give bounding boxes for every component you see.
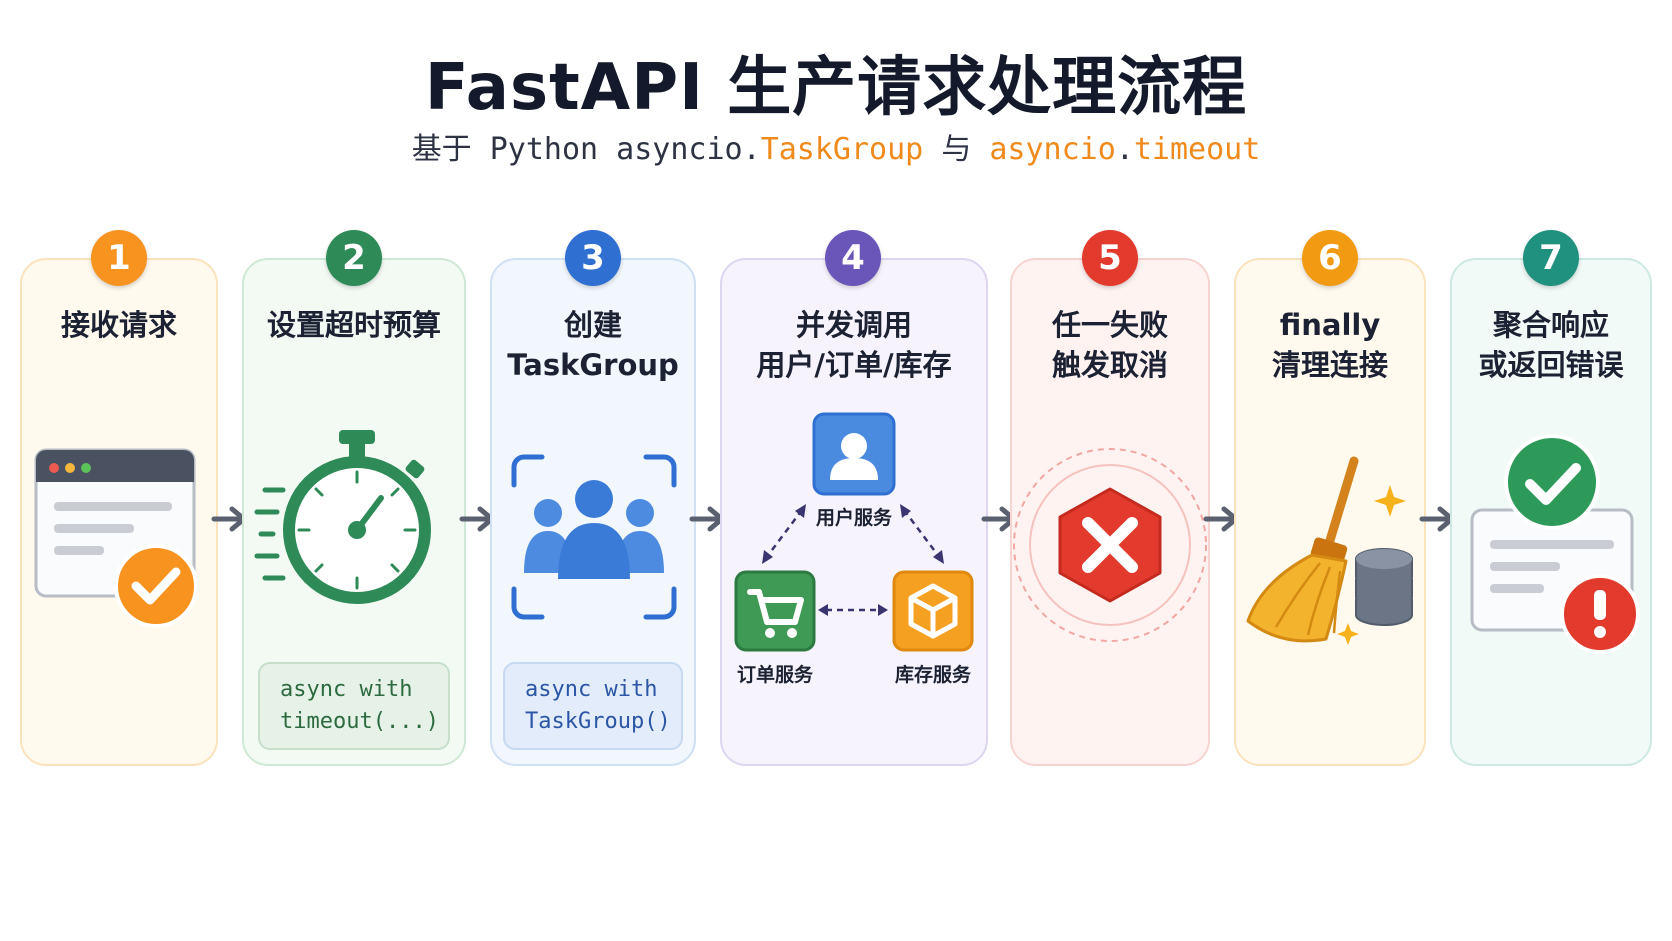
dashed-connections [762, 504, 944, 616]
step-3-code-line-2: TaskGroup() [525, 709, 671, 734]
step-1-label-line: 接收请求 [60, 308, 177, 342]
group-users-icon [511, 454, 677, 620]
step-2-code: async with timeout(...) [258, 662, 450, 750]
subtitle-asyncio: asyncio [989, 132, 1116, 167]
order-service-icon [734, 570, 816, 652]
subtitle-prefix: 基于 [411, 132, 472, 167]
step-3-label: 创建 TaskGroup [490, 305, 696, 385]
response-result-icon [1470, 434, 1640, 654]
step-4-badge: 4 [825, 230, 881, 286]
browser-window-icon [34, 448, 198, 628]
step-3-code-line-1: async with [525, 677, 658, 702]
step-4-label-line-1: 并发调用 [795, 308, 912, 342]
subtitle-taskgroup: TaskGroup [760, 132, 924, 167]
step-3-badge: 3 [565, 230, 621, 286]
step-6-card [1234, 258, 1426, 766]
stopwatch-icon [254, 430, 431, 604]
inventory-service-label: 库存服务 [894, 664, 971, 686]
order-service-label: 订单服务 [736, 664, 813, 686]
step-2-code-line-1: async with [280, 677, 413, 702]
step-4-label-line-2: 用户/订单/库存 [756, 348, 952, 382]
step-2-badge: 2 [326, 230, 382, 286]
subtitle-and: 与 [941, 132, 972, 167]
subtitle-python: Python asyncio. [489, 132, 761, 167]
step-5-label-line-1: 任一失败 [1051, 308, 1168, 342]
inventory-service-icon [892, 570, 974, 652]
subtitle-dot: . [1115, 132, 1134, 167]
step-5-label-line-2: 触发取消 [1051, 348, 1168, 382]
step-6-badge: 6 [1302, 230, 1358, 286]
step-6-label-line-1: finally [1279, 308, 1381, 342]
page-subtitle: 基于 Python asyncio.TaskGroup 与 asyncio.ti… [0, 124, 1672, 168]
step-4-card [720, 258, 988, 766]
step-2-label: 设置超时预算 [242, 305, 466, 345]
step-6-label: finally 清理连接 [1234, 305, 1426, 385]
step-4-label: 并发调用 用户/订单/库存 [720, 305, 988, 385]
step-1-badge: 1 [91, 230, 147, 286]
user-service-icon [812, 412, 896, 496]
user-service-label: 用户服务 [815, 507, 892, 529]
step-2-label-line: 设置超时预算 [266, 308, 441, 342]
step-3-code: async with TaskGroup() [503, 662, 683, 750]
step-3-label-line-2: TaskGroup [507, 348, 679, 382]
step-5-badge: 5 [1082, 230, 1138, 286]
step-1-label: 接收请求 [20, 305, 218, 345]
step-7-label-line-2: 或返回错误 [1478, 348, 1624, 382]
step-5-label: 任一失败 触发取消 [1010, 305, 1210, 385]
subtitle-timeout: timeout [1133, 132, 1261, 167]
step-2-code-line-2: timeout(...) [280, 709, 439, 734]
step-7-badge: 7 [1523, 230, 1579, 286]
cancel-error-icon [1013, 448, 1207, 642]
page-title: FastAPI 生产请求处理流程 [424, 51, 1248, 125]
step-6-label-line-2: 清理连接 [1271, 348, 1388, 382]
step-7-label: 聚合响应 或返回错误 [1450, 305, 1652, 385]
step-7-label-line-1: 聚合响应 [1492, 308, 1609, 342]
broom-icon [1246, 456, 1413, 645]
step-3-label-line-1: 创建 [563, 308, 622, 342]
